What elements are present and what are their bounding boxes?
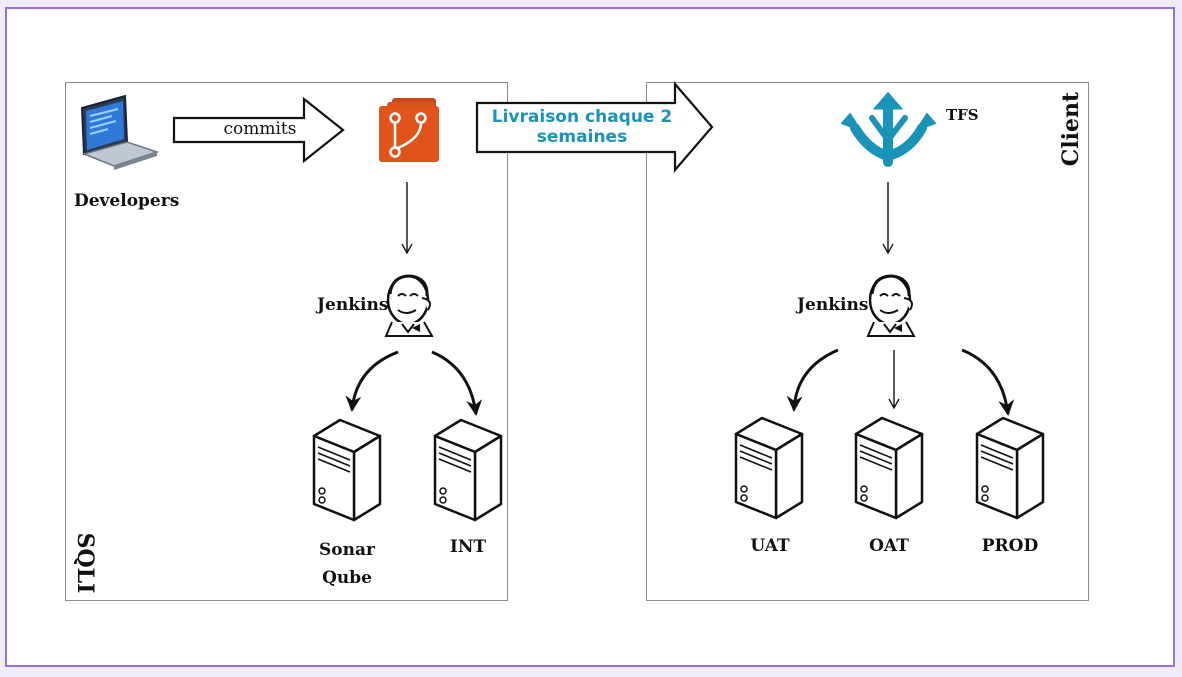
laptop-icon (80, 94, 160, 170)
delivery-arrow (475, 81, 714, 173)
sonarqube-label: Sonar Qube (312, 536, 382, 592)
sonarqube-line1: Sonar (319, 540, 375, 560)
sqli-panel (65, 82, 508, 601)
uat-label: UAT (750, 536, 790, 556)
server-icon (854, 416, 924, 520)
delivery-line1: Livraison chaque 2 (491, 107, 673, 127)
git-icon (379, 98, 439, 162)
client-label: Client (1058, 91, 1084, 167)
jenkins-to-prod-arrow (961, 348, 1015, 416)
tfs-icon (840, 91, 937, 167)
int-label: INT (449, 537, 487, 557)
jenkins-right-label: Jenkins (797, 295, 869, 315)
jenkins-icon (866, 274, 916, 338)
oat-label: OAT (869, 536, 909, 556)
server-icon (433, 418, 503, 522)
prod-label: PROD (981, 536, 1039, 556)
developers-label: Developers (74, 191, 180, 211)
sonarqube-line2: Qube (322, 568, 372, 588)
server-icon (312, 418, 382, 522)
server-icon (734, 416, 804, 520)
commits-label: commits (223, 119, 297, 139)
jenkins-to-uat-arrow (786, 348, 839, 412)
jenkins-icon (384, 274, 434, 338)
delivery-line2: semaines (536, 127, 628, 147)
delivery-label: Livraison chaque 2 semaines (484, 107, 680, 147)
tfs-label: TFS (946, 106, 979, 124)
jenkins-to-int-arrow (431, 350, 483, 416)
jenkins-to-sonarqube-arrow (345, 350, 399, 412)
jenkins-left-label: Jenkins (317, 295, 389, 315)
commits-arrow (172, 96, 345, 164)
server-icon (975, 416, 1045, 520)
sqli-label: SQLI (72, 532, 98, 594)
